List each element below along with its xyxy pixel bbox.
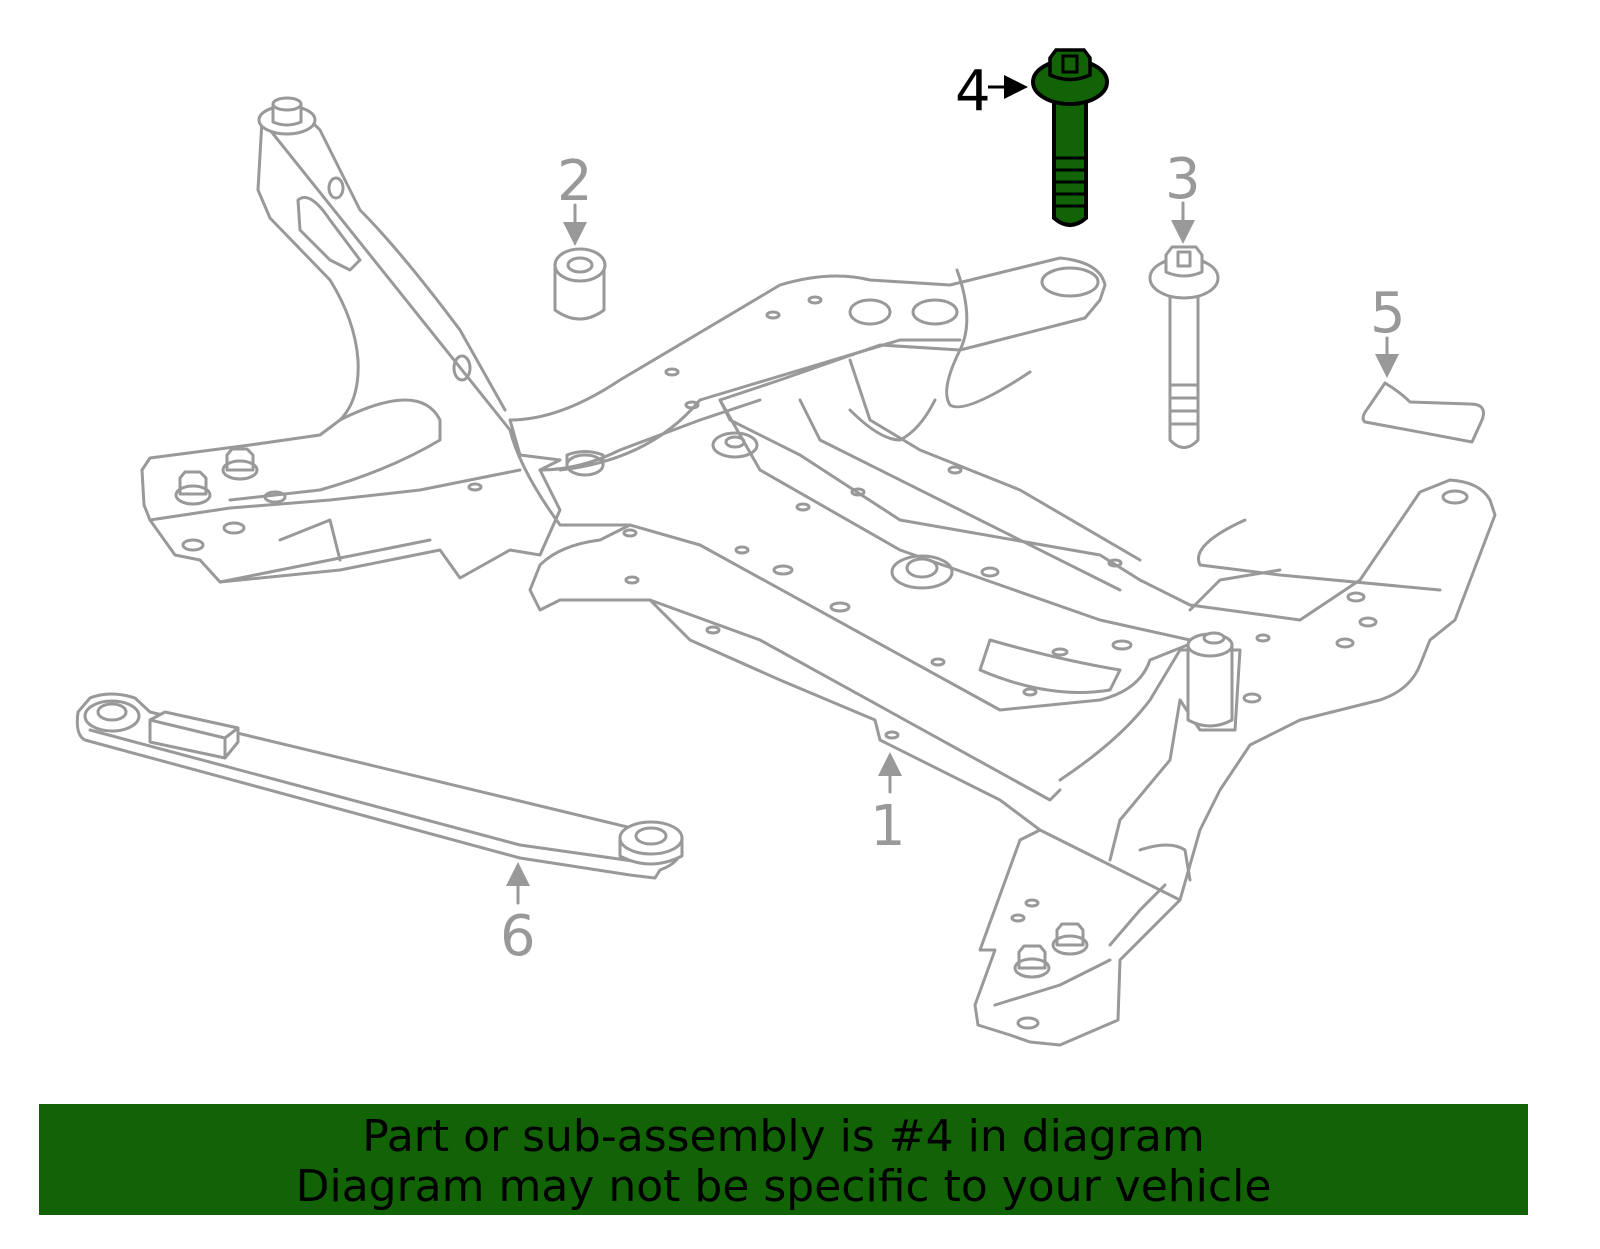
link-arm-part-6[interactable] (75, 692, 684, 880)
info-banner: Part or sub-assembly is #4 in diagram Di… (39, 1104, 1528, 1215)
svg-text:1: 1 (870, 794, 906, 859)
svg-text:4: 4 (955, 59, 991, 124)
subframe-part-1[interactable] (140, 96, 1497, 1047)
banner-disclaimer-line: Diagram may not be specific to your vehi… (295, 1161, 1272, 1212)
svg-text:6: 6 (500, 904, 536, 969)
banner-part-line: Part or sub-assembly is #4 in diagram (362, 1111, 1205, 1162)
bolt-part-4-highlighted[interactable] (1031, 48, 1109, 227)
callout-5: 5 (1370, 281, 1406, 378)
svg-text:2: 2 (557, 149, 593, 214)
bracket-part-5[interactable] (1361, 381, 1485, 444)
callout-1: 1 (870, 752, 906, 859)
callout-2: 2 (557, 149, 593, 246)
svg-text:3: 3 (1165, 147, 1201, 212)
callout-6: 6 (500, 862, 536, 969)
parts-diagram: 1 2 3 4 5 6 (75, 48, 1497, 1047)
callout-3: 3 (1165, 147, 1201, 244)
svg-text:5: 5 (1370, 281, 1406, 346)
bushing-part-2[interactable] (553, 247, 607, 321)
bolt-part-3[interactable] (1148, 245, 1220, 449)
callout-4: 4 (955, 59, 1028, 124)
